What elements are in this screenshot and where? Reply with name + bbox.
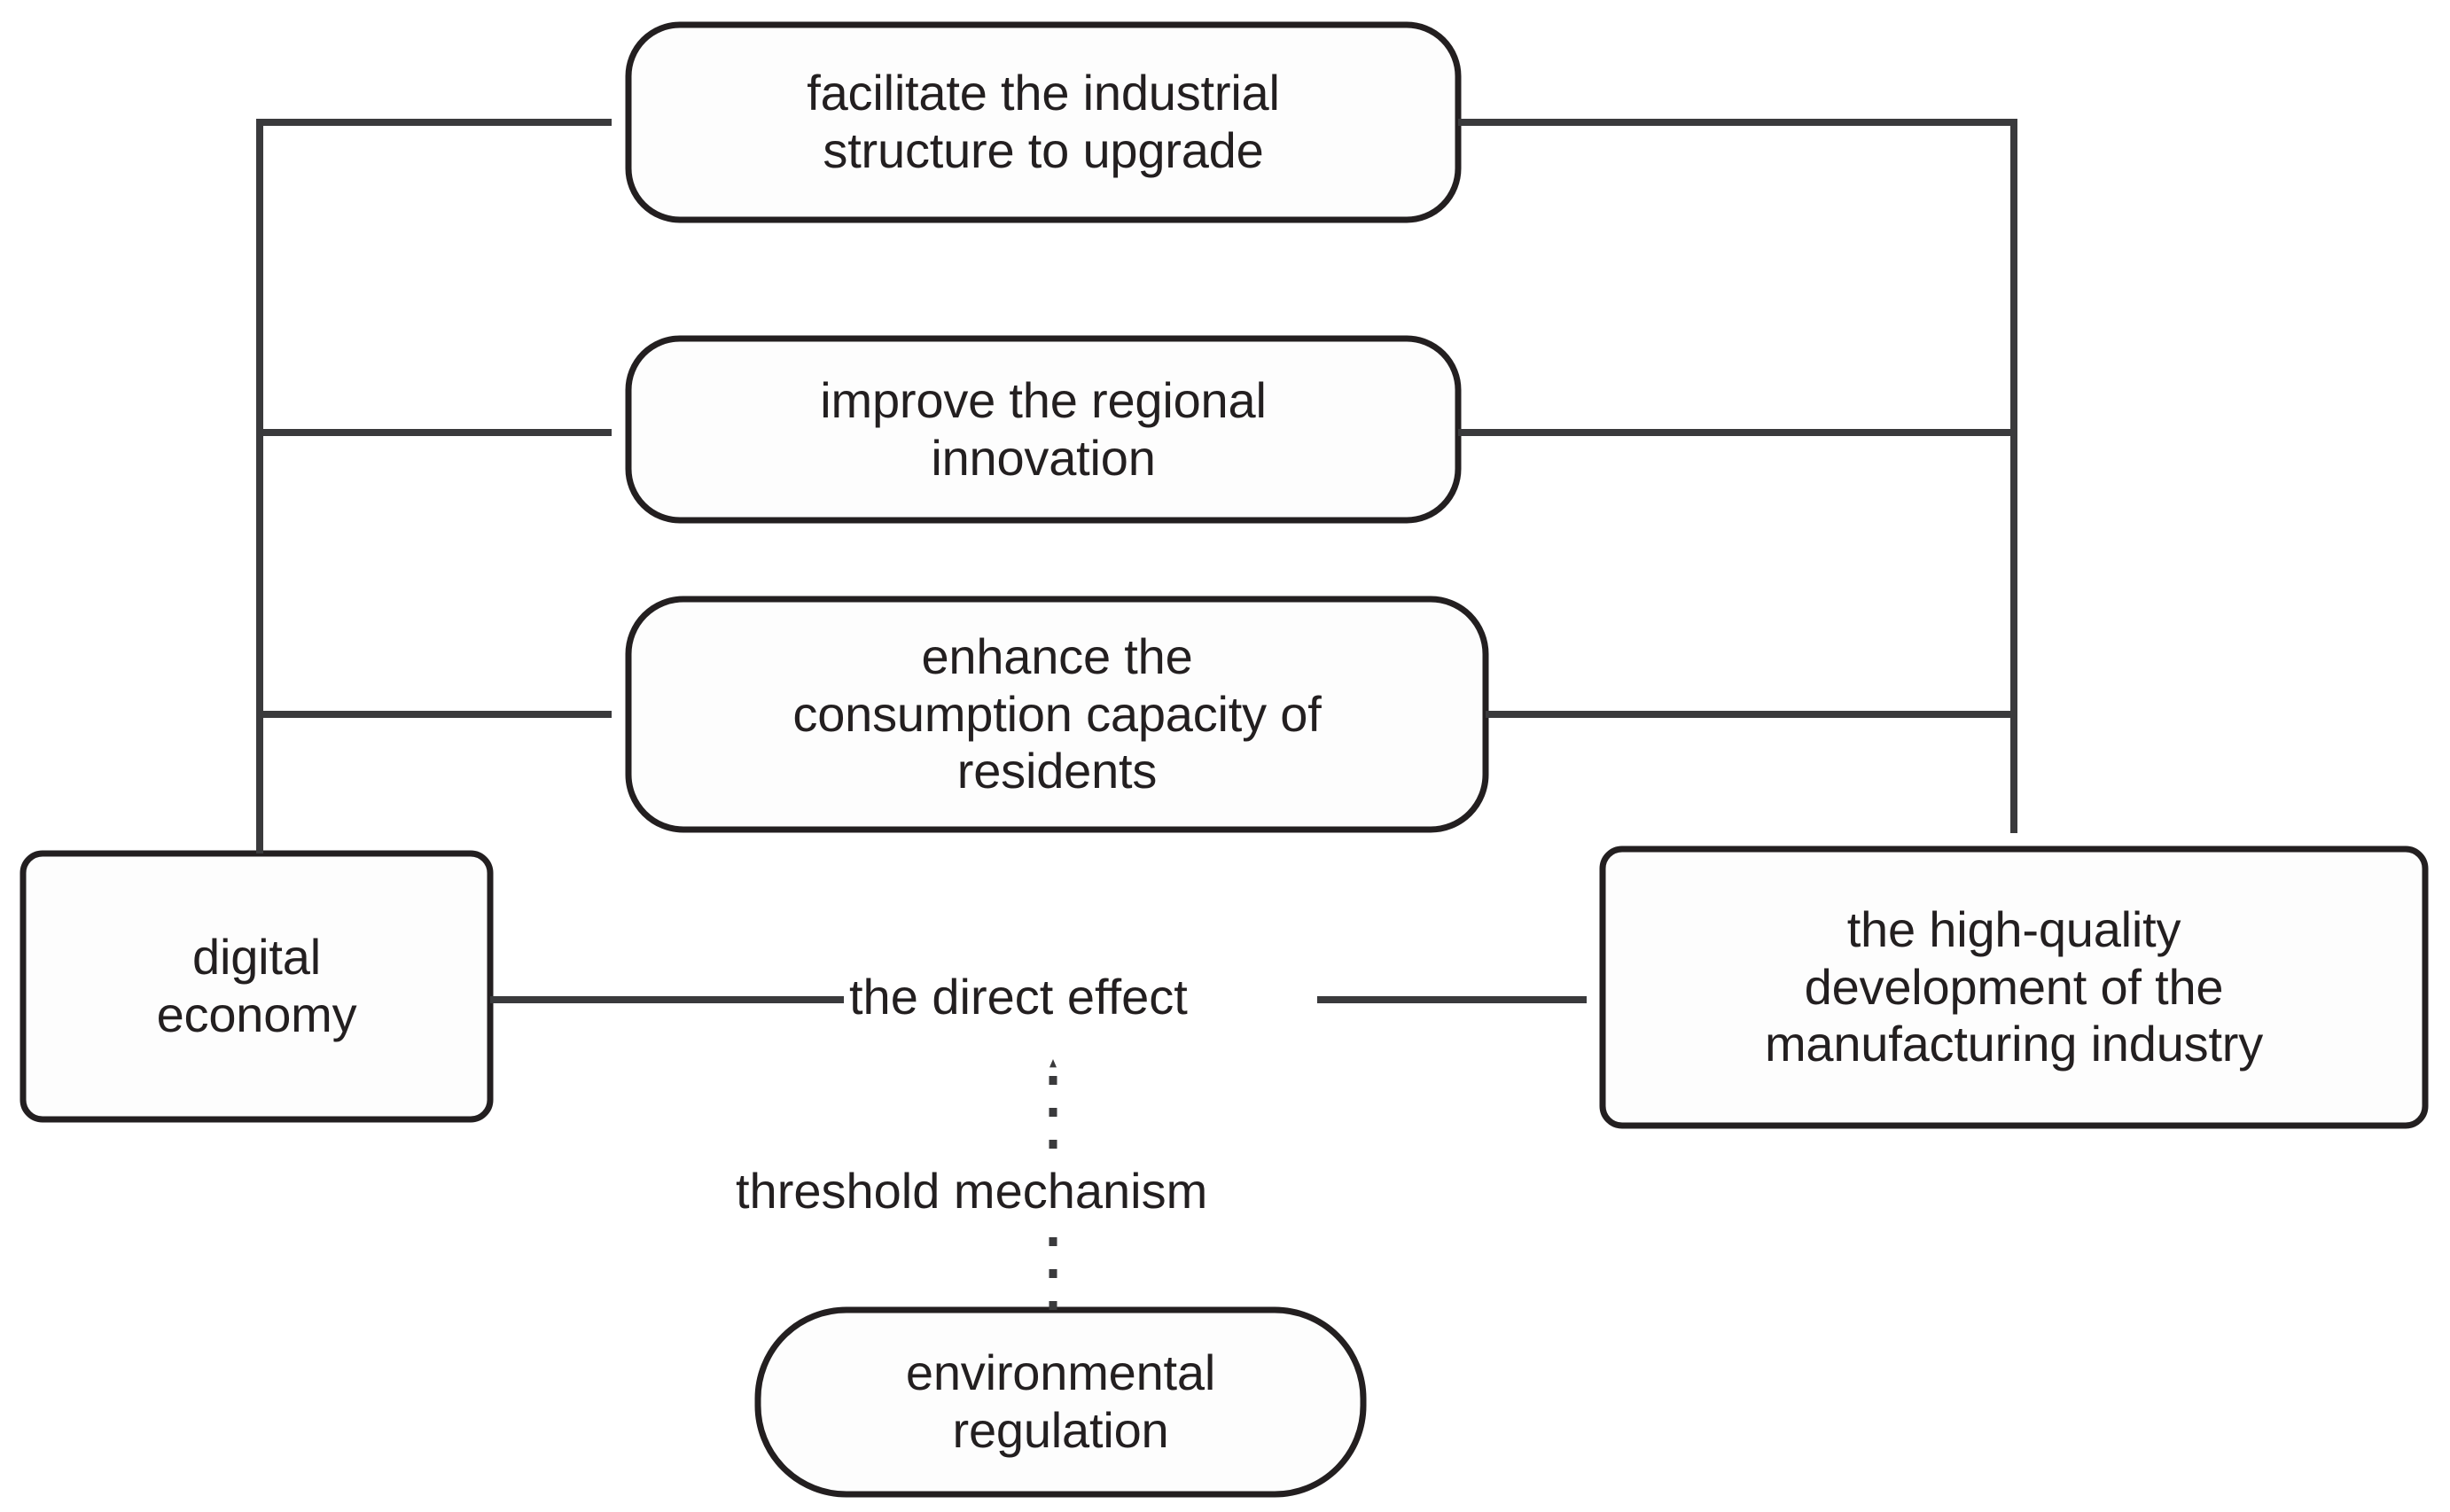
node-mediator-2-shape <box>625 335 1462 524</box>
node-mediator-1-shape <box>625 21 1462 223</box>
node-source-shape <box>20 850 494 1123</box>
edge-label-direct-effect: the direct effect <box>844 970 1193 1025</box>
edge-label-threshold-mechanism: threshold mechanism <box>730 1164 1213 1219</box>
node-mediator-3-shape <box>625 596 1489 833</box>
node-moderator-shape <box>754 1306 1367 1498</box>
node-target-shape <box>1599 846 2429 1129</box>
